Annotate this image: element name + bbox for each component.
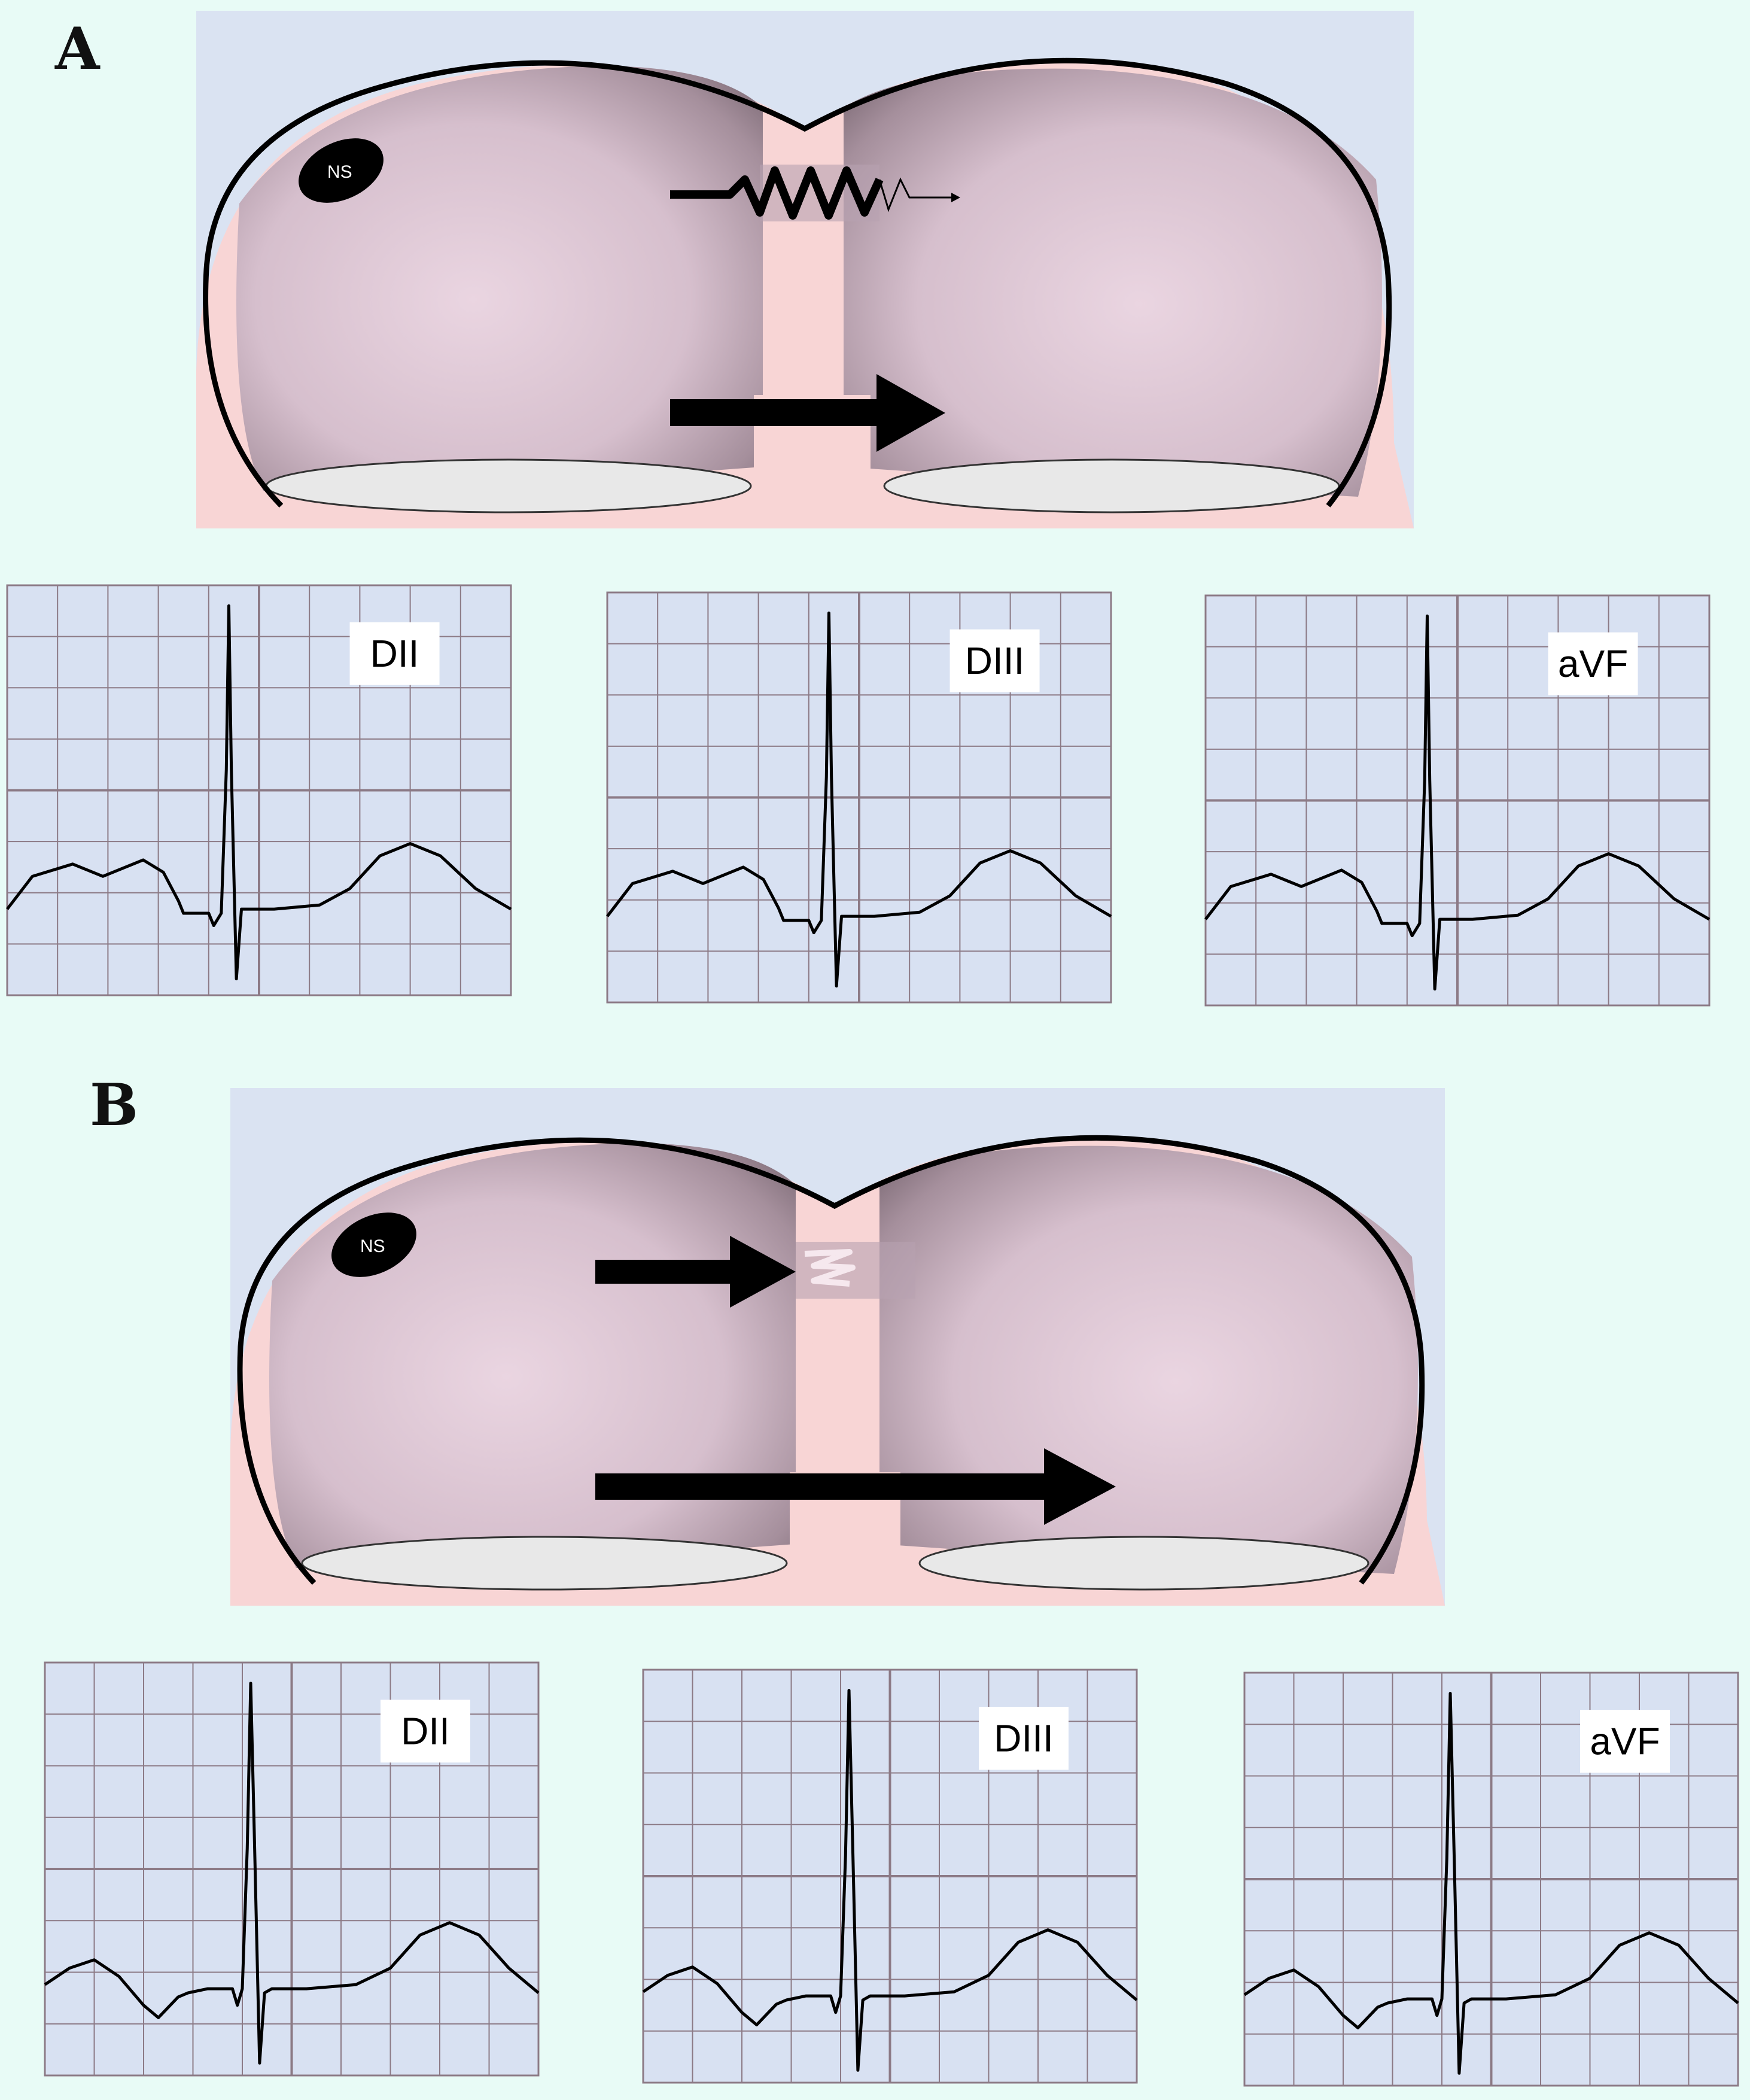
ecg-trace	[1243, 1692, 1739, 2075]
right-valve-ellipse	[918, 1536, 1369, 1591]
atrial-outline	[203, 57, 1392, 508]
bachmann-bundle	[796, 1242, 915, 1299]
ecg-strip: aVF	[1243, 1672, 1739, 2087]
superior-arrow-head	[730, 1236, 796, 1308]
lead-label-box	[381, 1700, 470, 1763]
ecg-trace	[6, 604, 512, 981]
lead-label-box	[949, 629, 1040, 692]
lead-label: DIII	[994, 1717, 1054, 1760]
superior-conduction-arrow	[595, 1260, 733, 1284]
ecg-trace	[1204, 614, 1711, 991]
inferior-conduction-arrow	[595, 1473, 1050, 1500]
lead-label-box	[979, 1707, 1069, 1770]
lead-label: aVF	[1590, 1720, 1660, 1763]
right-atrium-chamber	[879, 1145, 1418, 1574]
ecg-strip: DII	[44, 1661, 540, 2077]
left-valve-ellipse	[265, 458, 752, 513]
right-valve-ellipse	[883, 458, 1340, 513]
lead-label-box	[1580, 1710, 1670, 1773]
attenuated-conduction-line	[878, 177, 951, 212]
blocked-conduction-zigzag	[670, 166, 884, 220]
panel-a-letter: A	[54, 15, 101, 83]
atria-diagram-b: NS	[230, 1088, 1445, 1606]
atrial-outline	[237, 1135, 1425, 1585]
lead-label-box	[1548, 632, 1638, 695]
atria-diagram-a: NS	[196, 11, 1414, 528]
sinus-node-label: NS	[327, 162, 352, 182]
conduction-block-zigzag	[804, 1249, 856, 1287]
left-valve-ellipse	[301, 1536, 788, 1591]
ecg-trace	[44, 1682, 540, 2065]
ecg-trace	[642, 1689, 1138, 2072]
ecg-strip: DIII	[642, 1669, 1138, 2084]
lead-label: aVF	[1558, 642, 1628, 685]
lead-label-box	[349, 622, 440, 685]
inferior-conduction-arrow	[670, 399, 879, 426]
lead-label: DIII	[965, 639, 1025, 682]
sinus-node-label: NS	[360, 1236, 385, 1256]
inferior-arrow-head	[876, 374, 945, 452]
thin-arrow-head	[951, 193, 960, 202]
panel-b: B NS DII DIII aVF	[44, 1071, 1739, 2087]
sinus-node	[299, 138, 384, 203]
ecg-strip: DIII	[606, 591, 1112, 1004]
lead-label: DII	[370, 632, 419, 675]
inferior-arrow-head	[1044, 1448, 1116, 1525]
ecg-trace	[606, 611, 1112, 988]
interatrial-septum	[790, 1302, 900, 1568]
ecg-strip: aVF	[1204, 594, 1711, 1007]
panel-b-letter: B	[90, 1071, 138, 1139]
ecg-strip: DII	[6, 584, 512, 996]
sinus-node	[331, 1212, 416, 1277]
right-atrium-chamber	[844, 68, 1382, 497]
lead-label: DII	[401, 1710, 450, 1753]
